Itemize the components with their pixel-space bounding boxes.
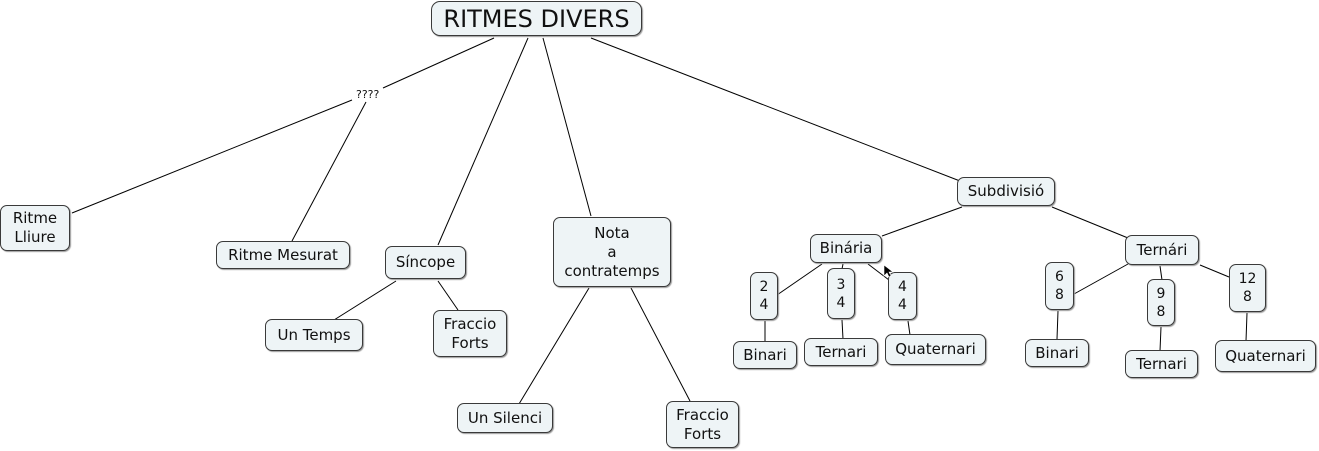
node-subdivisio[interactable]: Subdivisió <box>957 177 1055 206</box>
link-ternari-6-8 <box>1073 263 1129 295</box>
node-un-temps[interactable]: Un Temps <box>265 319 363 351</box>
link-subdivisio-binaria <box>881 206 963 237</box>
node-ritme-lliure[interactable]: Ritme Lliure <box>0 205 70 251</box>
node-quaternari-ternari[interactable]: Quaternari <box>1215 340 1316 372</box>
link-binaria-4-4 <box>867 263 890 281</box>
link-ternari-9-8 <box>1159 265 1163 281</box>
node-meter-3-4[interactable]: 3 4 <box>827 268 855 319</box>
node-ternari-group[interactable]: Ternári <box>1125 235 1199 265</box>
node-binari-ternari[interactable]: Binari <box>1025 339 1089 367</box>
node-nota-contratemps[interactable]: Nota a contratemps <box>553 217 671 287</box>
link-phrase-ritme-mesurat <box>291 101 367 242</box>
node-meter-6-8[interactable]: 6 8 <box>1045 262 1074 310</box>
node-fraccio-forts-sincope[interactable]: Fraccio Forts <box>433 310 507 357</box>
node-fraccio-forts-nota[interactable]: Fraccio Forts <box>666 401 739 448</box>
node-binari-binaria[interactable]: Binari <box>733 341 797 369</box>
link-ternari-12-8 <box>1199 264 1230 278</box>
node-un-silenci[interactable]: Un Silenci <box>457 403 553 433</box>
linking-phrase: ???? <box>355 88 381 101</box>
link-nota-fraccio <box>630 287 691 402</box>
link-sincope-fraccio <box>437 280 459 311</box>
link-12-8-quaternari <box>1245 312 1248 342</box>
link-4-4-quaternari <box>907 320 911 336</box>
node-ternari-binaria[interactable]: Ternari <box>804 338 878 366</box>
title-node[interactable]: RITMES DIVERS <box>431 1 642 36</box>
mouse-pointer-icon <box>883 264 894 278</box>
node-quaternari-binaria[interactable]: Quaternari <box>885 334 986 365</box>
node-meter-4-4[interactable]: 4 4 <box>888 272 917 320</box>
link-sincope-un-temps <box>333 280 397 321</box>
link-title-nota <box>542 37 592 217</box>
node-meter-12-8[interactable]: 12 8 <box>1229 264 1266 312</box>
link-subdivisio-ternari <box>1051 206 1129 239</box>
link-9-8-ternari <box>1159 326 1162 352</box>
link-6-8-binari <box>1056 310 1059 340</box>
link-binaria-2-4 <box>776 263 823 296</box>
link-phrase-ritme-lliure <box>71 99 353 214</box>
link-title-subdivisio <box>590 37 961 182</box>
link-nota-un-silenci <box>518 287 590 405</box>
node-ternari-ternari[interactable]: Ternari <box>1125 350 1198 378</box>
link-title-phrase <box>382 37 495 89</box>
node-ritme-mesurat[interactable]: Ritme Mesurat <box>216 241 350 269</box>
node-binaria[interactable]: Binária <box>810 234 882 263</box>
node-meter-2-4[interactable]: 2 4 <box>750 272 778 320</box>
node-meter-9-8[interactable]: 9 8 <box>1147 279 1175 326</box>
link-title-sincope <box>437 37 529 246</box>
link-3-4-ternari <box>841 319 844 340</box>
node-sincope[interactable]: Síncope <box>385 246 466 279</box>
